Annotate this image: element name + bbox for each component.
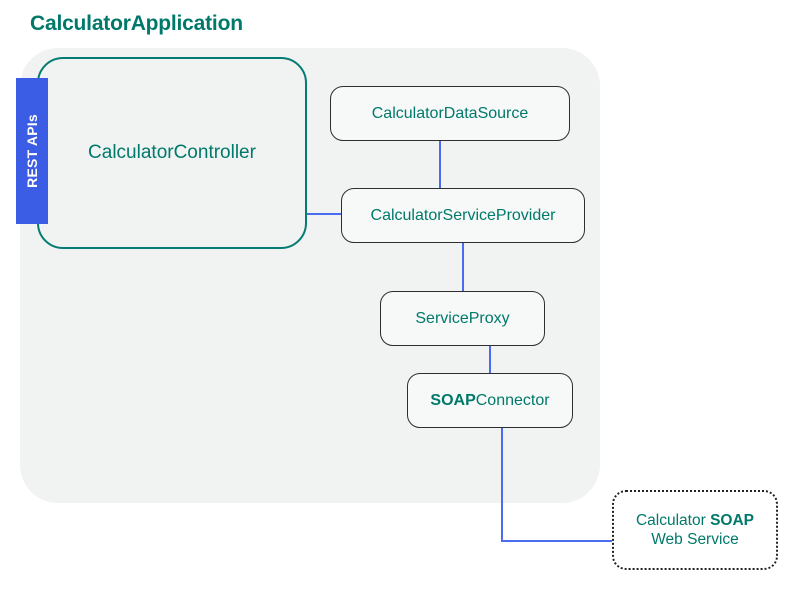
node-label-soap-connector-rest: Connector — [475, 391, 550, 409]
rest-apis-badge[interactable]: REST APIs — [16, 78, 48, 224]
node-soap-connector[interactable]: SOAPConnector — [407, 373, 573, 428]
node-label-web-service-line1: Calculator SOAP — [636, 511, 754, 530]
node-label-calculator-controller: CalculatorController — [88, 142, 256, 164]
node-label-soap-connector-bold: SOAP — [430, 391, 476, 409]
node-label-web-service-prefix: Calculator — [635, 511, 711, 529]
node-calculator-service-provider[interactable]: CalculatorServiceProvider — [341, 188, 585, 243]
node-label-service-proxy: ServiceProxy — [415, 309, 510, 327]
page-title: CalculatorApplication — [30, 12, 243, 35]
node-service-proxy[interactable]: ServiceProxy — [380, 291, 545, 346]
node-label-web-service-bold: SOAP — [710, 511, 755, 529]
node-label-soap-connector: SOAPConnector — [430, 391, 549, 411]
node-calculator-data-source[interactable]: CalculatorDataSource — [330, 86, 570, 141]
node-calculator-controller[interactable]: CalculatorController — [37, 57, 307, 249]
node-label-calculator-service-provider: CalculatorServiceProvider — [370, 206, 556, 224]
node-calculator-soap-web-service[interactable]: Calculator SOAP Web Service — [612, 490, 778, 570]
node-label-web-service-line2: Web Service — [651, 531, 739, 548]
node-label-calculator-data-source: CalculatorDataSource — [371, 104, 529, 122]
rest-apis-label: REST APIs — [24, 114, 41, 188]
